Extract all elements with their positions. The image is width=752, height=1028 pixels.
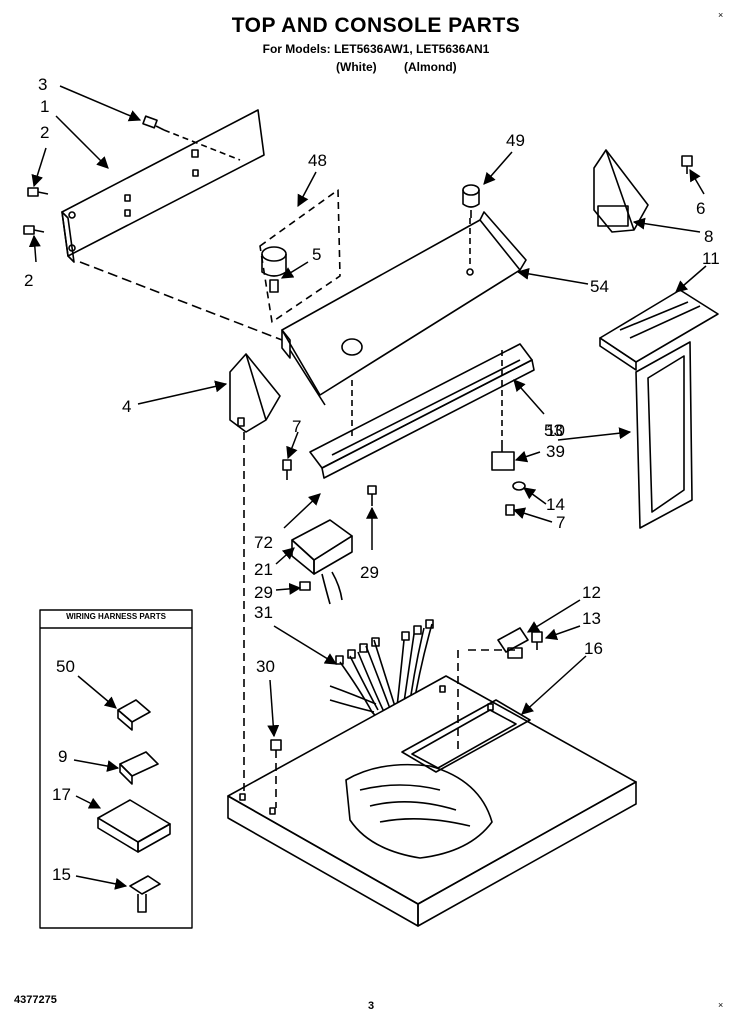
callout-48: 48 <box>308 151 327 170</box>
harness-callout-15: 15 <box>52 865 71 884</box>
part-2-screw-lower <box>23 225 45 235</box>
part-21-timer <box>291 519 353 605</box>
callout-53: 53 <box>544 421 563 440</box>
page-number: 3 <box>368 1000 375 1012</box>
part-17-connector <box>97 799 171 853</box>
part-50-connector <box>117 699 151 731</box>
callout-10: 10 <box>546 421 565 440</box>
part-53-channel <box>309 343 535 479</box>
callout-7: 7 <box>556 513 565 532</box>
harness-callout-17: 17 <box>52 785 71 804</box>
callout-12: 12 <box>582 583 601 602</box>
part-13-screw <box>531 631 543 650</box>
callout-3: 3 <box>38 75 47 94</box>
harness-box-title: WIRING HARNESS PARTS <box>66 612 166 621</box>
part-6-screw <box>681 155 693 174</box>
part-7-screw-right <box>505 504 515 516</box>
callout-14: 14 <box>546 495 565 514</box>
part-49-knob <box>462 184 480 218</box>
part-12-bracket <box>497 627 529 659</box>
registration-mark-bottom: × <box>718 1000 724 1010</box>
wiring-harness-box <box>39 609 193 929</box>
color-almond-label: (Almond) <box>404 60 457 74</box>
callout-16: 16 <box>584 639 603 658</box>
part-7-screw-left <box>282 459 292 480</box>
callout-21: 21 <box>254 560 273 579</box>
callout-30: 30 <box>256 657 275 676</box>
callout-1: 1 <box>40 97 49 116</box>
callout-5: 5 <box>312 245 321 264</box>
part-16-top <box>227 675 637 927</box>
part-30-clip <box>270 739 282 751</box>
registration-mark-top: × <box>718 10 724 20</box>
callout-29: 29 <box>360 563 379 582</box>
callout-39: 39 <box>546 442 565 461</box>
harness-callout-9: 9 <box>58 747 67 766</box>
part-29-screw-lower <box>299 581 311 591</box>
callout-2: 2 <box>40 123 49 142</box>
part-15-clip <box>129 875 161 913</box>
color-white-label: (White) <box>336 60 377 74</box>
callout-49: 49 <box>506 131 525 150</box>
callout-29: 29 <box>254 583 273 602</box>
part-1-rear-bracket <box>61 109 265 263</box>
part-39-switch <box>491 350 515 471</box>
models-line: For Models: LET5636AW1, LET5636AN1 <box>262 42 490 56</box>
harness-callout-50: 50 <box>56 657 75 676</box>
part-3-screw <box>142 115 165 131</box>
callout-31: 31 <box>254 603 273 622</box>
callout-11: 11 <box>702 249 720 268</box>
part-8-end-cap <box>593 149 649 233</box>
callout-6: 6 <box>696 199 705 218</box>
callout-13: 13 <box>582 609 601 628</box>
part-14-clip <box>512 481 526 491</box>
part-11-cover <box>599 289 719 371</box>
part-9-connector <box>119 751 159 785</box>
hidden-line-bracket <box>79 261 283 341</box>
callout-4: 4 <box>122 397 131 416</box>
doc-number: 4377275 <box>14 994 57 1006</box>
part-10-lint-filter <box>635 341 693 529</box>
callout-54: 54 <box>590 277 609 296</box>
part-2-screw-upper <box>27 187 49 197</box>
callout-2: 2 <box>24 271 33 290</box>
callout-7: 7 <box>292 417 301 436</box>
part-4-end-cap <box>229 353 281 433</box>
part-48-dashed-box <box>259 189 341 323</box>
part-29-screw-upper <box>367 485 377 506</box>
callout-72: 72 <box>254 533 273 552</box>
callout-8: 8 <box>704 227 713 246</box>
page-title: TOP AND CONSOLE PARTS <box>231 14 521 37</box>
